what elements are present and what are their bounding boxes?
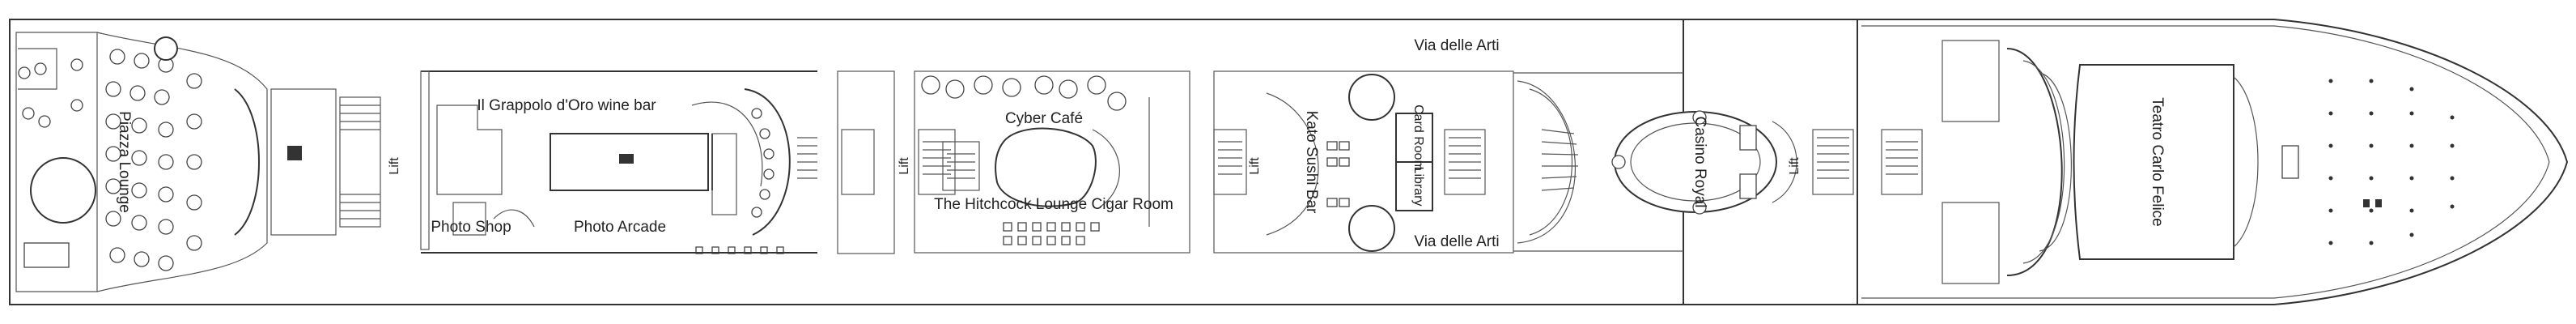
cigar-room-area (914, 70, 1190, 254)
lift-label: Lift (1788, 157, 1802, 175)
photo-shop-label: Photo Shop (431, 219, 511, 236)
piazza-lounge-area (15, 32, 268, 292)
lift-label: Lift (1248, 157, 1262, 175)
theatre-label: Teatro Carlo Felice (2149, 97, 2166, 226)
ship-hull (9, 19, 2569, 305)
theatre-area (1881, 40, 2455, 284)
sushi-bar-area (1213, 70, 1514, 254)
mid-stair-block-1 (837, 70, 956, 254)
via-delle-arti-bottom-label: Via delle Arti (1414, 233, 1499, 250)
casino-area (1517, 80, 1854, 244)
photo-arcade-label: Photo Arcade (574, 219, 666, 236)
lift-label: Lift (898, 157, 911, 175)
sushi-bar-label: Kato Sushi Bar (1303, 111, 1320, 214)
aft-stair-block (270, 88, 381, 236)
casino-label: Casino Royal (1691, 117, 1708, 208)
card-room-label: Card Room (1411, 104, 1425, 171)
library-label: Library (1411, 167, 1425, 207)
wine-bar-label: Il Grappolo d'Oro wine bar (477, 97, 656, 114)
cigar-room-label: The Hitchcock Lounge Cigar Room (934, 196, 1173, 213)
hull-inner-line (1861, 25, 2550, 299)
cyber-cafe-label: Cyber Café (1005, 110, 1083, 127)
lift-label: Lift (388, 157, 401, 175)
via-delle-arti-top-label: Via delle Arti (1414, 37, 1499, 54)
wine-bar-area (420, 70, 817, 254)
piazza-lounge-label: Piazza Lounge (116, 111, 133, 213)
